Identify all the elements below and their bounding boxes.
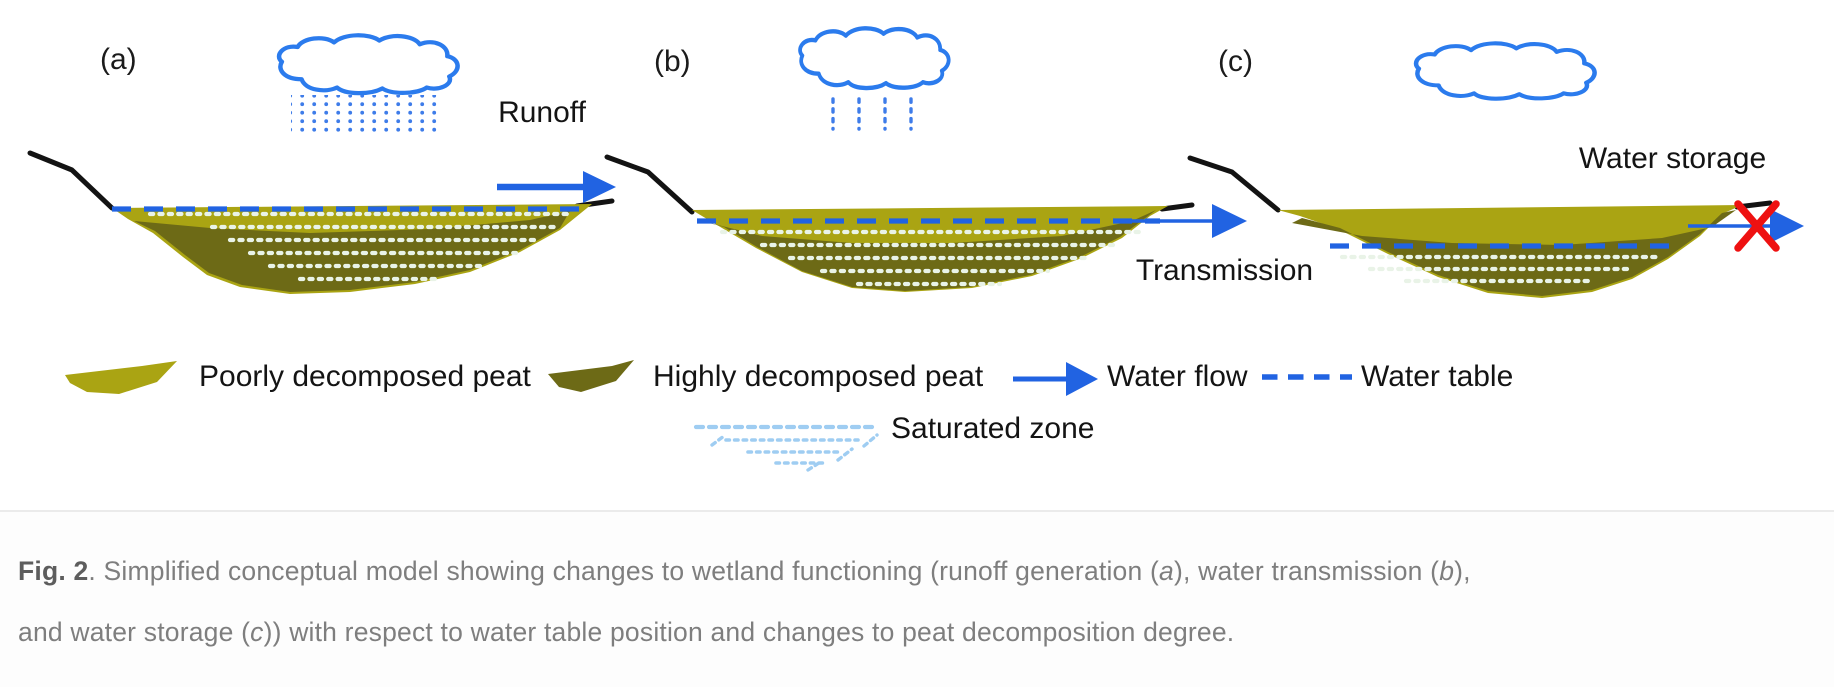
highly-decomposed-peat-b: [702, 210, 1156, 291]
panel-label-c: (c): [1218, 45, 1253, 78]
legend-swatch-highly-peat: [548, 360, 634, 392]
heavy-rain-dots: [291, 95, 441, 132]
bank-lip-b-right: [1159, 202, 1195, 212]
cloud-no-rain-icon: [1416, 43, 1595, 98]
legend-water-flow-arrow: [1013, 362, 1098, 396]
legend-graphics: [65, 360, 1352, 472]
diagram-canvas: [27, 0, 1804, 472]
saturated-zone-dots-a: [147, 211, 575, 282]
legend-label-poorly-decomposed-peat: Poorly decomposed peat: [199, 360, 531, 393]
caption-fig-label: Fig. 2: [18, 556, 89, 586]
highly-decomposed-peat-c: [1292, 210, 1736, 296]
rain-cloud-heavy-icon: [279, 35, 458, 93]
runoff-arrow: [497, 171, 616, 203]
caption-area: Fig. 2. Simplified conceptual model show…: [0, 510, 1834, 687]
bank-line-b-left: [604, 154, 695, 215]
bank-line-c-left: [1187, 155, 1281, 213]
panel-a-drawing: [27, 35, 616, 294]
red-x-icon: [1734, 200, 1780, 252]
conceptual-model-figure: (a) (b) (c) Runoff Transmission Water st…: [27, 0, 1804, 472]
legend-label-highly-decomposed-peat: Highly decomposed peat: [653, 360, 984, 393]
runoff-arrowhead-icon: [583, 171, 616, 203]
caption-panel-ref-a: a: [1159, 556, 1174, 586]
panel-label-a: (a): [100, 43, 137, 76]
panel-c-drawing: [1187, 43, 1804, 298]
rain-cloud-light-icon: [800, 28, 949, 88]
caption-segment: . Simplified conceptual model showing ch…: [88, 556, 1159, 586]
caption-segment: ), water transmission (: [1173, 556, 1440, 586]
transmission-arrow: [1125, 204, 1247, 238]
caption-line-1: Fig. 2. Simplified conceptual model show…: [0, 556, 1834, 587]
caption-line-2: and water storage (c)) with respect to w…: [0, 617, 1834, 648]
caption-panel-ref-b: b: [1439, 556, 1455, 586]
water-storage-label: Water storage: [1578, 142, 1767, 175]
saturated-zone-dots-b: [719, 229, 1143, 287]
runoff-label: Runoff: [498, 96, 586, 129]
panel-label-b: (b): [654, 45, 691, 78]
caption-segment: )) with respect to water table position …: [263, 617, 1235, 647]
blocked-outflow-arrow: [1688, 200, 1804, 252]
legend-arrowhead-icon: [1066, 362, 1098, 396]
caption-segment: and water storage (: [18, 617, 251, 647]
light-rain-dots: [831, 97, 913, 131]
caption-panel-ref-c: c: [250, 617, 264, 647]
panel-b-drawing: [604, 28, 1247, 292]
legend-label-water-flow: Water flow: [1107, 360, 1248, 393]
legend-swatch-saturated-zone: [693, 424, 879, 472]
bank-line-a-left: [27, 150, 115, 211]
legend-label-water-table: Water table: [1361, 360, 1514, 393]
caption-segment: ),: [1454, 556, 1471, 586]
transmission-label: Transmission: [1135, 254, 1314, 287]
legend-label-saturated-zone: Saturated zone: [891, 412, 1095, 445]
saturated-zone-dots-c: [1339, 254, 1659, 284]
transmission-arrowhead-icon: [1212, 204, 1247, 238]
storage-arrowhead-icon: [1770, 209, 1804, 243]
legend-swatch-poorly-peat: [65, 361, 177, 394]
